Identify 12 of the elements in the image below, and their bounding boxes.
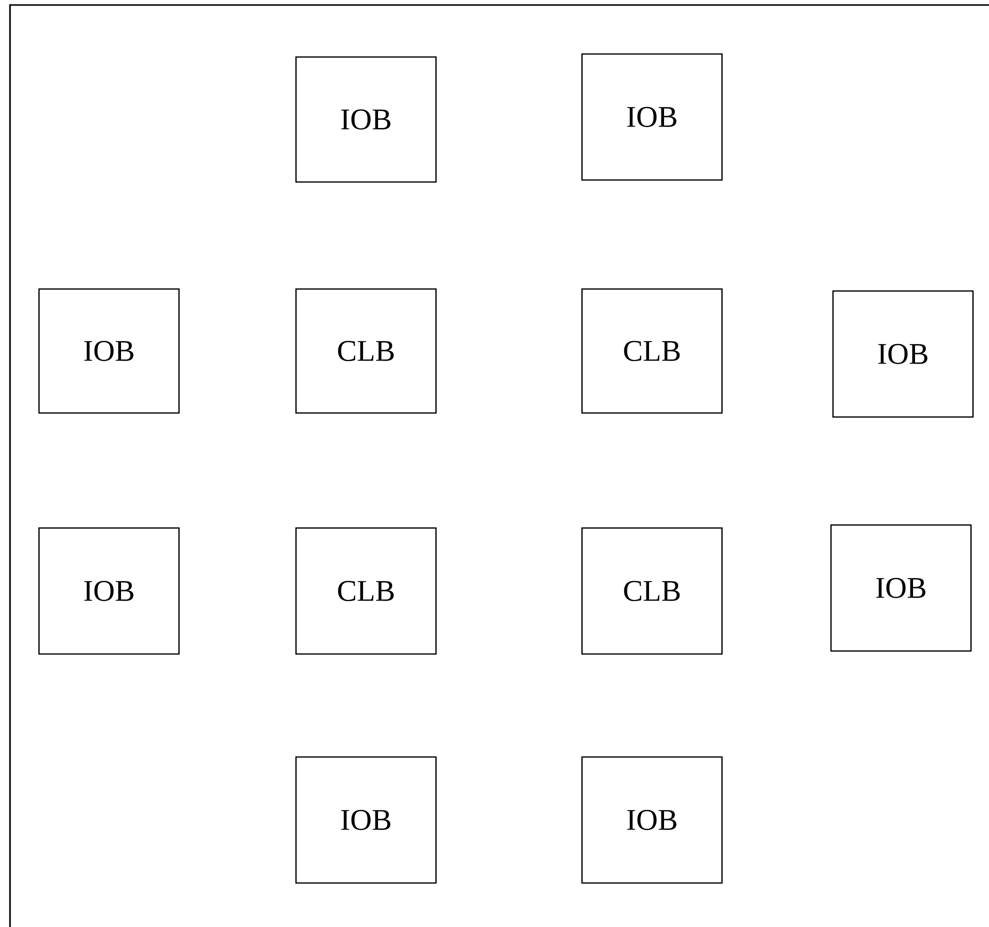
block-box: IOB bbox=[38, 288, 180, 414]
block-box: IOB bbox=[38, 527, 180, 655]
block-box: IOB bbox=[830, 524, 972, 652]
block-box: IOB bbox=[295, 56, 437, 183]
block-box: CLB bbox=[295, 527, 437, 655]
block-box: IOB bbox=[295, 756, 437, 884]
block-box: IOB bbox=[832, 290, 974, 418]
block-box: CLB bbox=[581, 288, 723, 414]
block-box: IOB bbox=[581, 53, 723, 181]
block-box: CLB bbox=[581, 527, 723, 655]
block-box: CLB bbox=[295, 288, 437, 414]
block-box: IOB bbox=[581, 756, 723, 884]
